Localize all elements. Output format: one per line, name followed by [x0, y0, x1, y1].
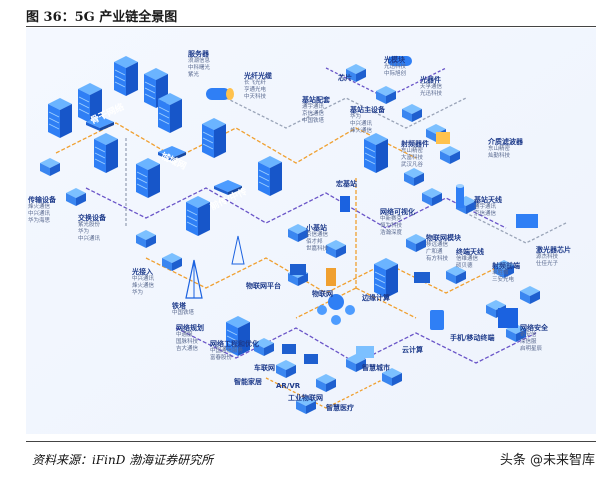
label-fiber-cable: 光纤光缆 长飞光纤 亨通光电 中天科技	[244, 72, 272, 100]
label-optical-module: 光模块 光迅科技 中际旭创	[384, 56, 407, 77]
label-edge-computing: 边缘计算	[362, 294, 390, 302]
figure-source: 资料来源：iFinD 渤海证券研究所	[32, 453, 214, 467]
label-network-planning: 网络规划 中通服 国脉科技 吉大通信	[176, 324, 204, 352]
label-server-equip: 服务器 浪潮信息 中科曙光 紫光	[188, 50, 211, 78]
label-smart-home: 智能家居	[234, 378, 262, 386]
label-network-visual: 网络可视化 中新赛克 恒为科技 浩瀚深度	[380, 208, 415, 236]
label-laser-chip: 激光器芯片 源杰科技 仕佳光子	[536, 246, 571, 267]
label-iot-module: 物联网模块 移远通信 广和通 有方科技	[426, 234, 461, 262]
devices	[282, 264, 430, 364]
label-switch-equip: 交换设备 紫光股份 华为 中兴通讯	[78, 214, 106, 242]
label-industrial-iot: 工业物联网	[288, 394, 323, 402]
diagram-svg: 骨干网络 城域网 前传/中传	[26, 28, 596, 434]
watermark: 头条 @未来智库	[499, 453, 595, 468]
label-macro-station: 宏基站	[336, 180, 357, 188]
bottom-rule	[26, 441, 596, 442]
label-small-cell: 小基站 京信通信 佰才邦 世嘉科技	[306, 224, 329, 252]
label-base-station-main: 基站主设备 华为 中兴通讯 烽火通信	[350, 106, 385, 134]
label-dielectric-filter: 介质滤波器 东山精密 灿勤科技	[488, 138, 523, 159]
label-ar-vr: AR/VR	[276, 382, 301, 390]
label-network-engineering: 网络工程和优化 中国通信服务 富春股份	[210, 340, 259, 361]
label-cloud-computing: 云计算	[402, 346, 423, 354]
top-rule	[26, 26, 596, 27]
label-optical-device: 光器件 天孚通信 光迅科技	[420, 76, 443, 97]
industry-chain-diagram: 骨干网络 城域网 前传/中传	[26, 28, 596, 434]
label-iot: 物联网	[312, 290, 333, 298]
label-network-security: 网络安全 奇安信 深信服 启明星辰	[520, 324, 548, 352]
label-terminal-antenna: 终端天线 信维通信 硕贝德	[456, 248, 484, 269]
label-smart-city: 智慧城市	[362, 364, 390, 372]
label-mobile-terminal: 手机/移动终端	[450, 334, 495, 342]
label-rf-device: 射频器件 东山精密 大富科技 武汉凡谷	[401, 140, 429, 168]
label-chip: 芯片	[338, 74, 352, 82]
label-base-station-antenna: 基站天线 通宇通讯 京信通信	[474, 196, 502, 217]
label-tower: 铁塔 中国铁塔	[172, 302, 195, 316]
figure-title: 图 36：5G 产业链全景图	[26, 10, 178, 25]
label-iot-platform: 物联网平台	[246, 282, 281, 290]
figure-header: 图 36：5G 产业链全景图	[0, 0, 607, 26]
label-rf-frontend: 射频前端 卓胜微 三安光电	[492, 262, 520, 283]
label-access-network: 光接入 中兴通讯 烽火通信 华为	[132, 268, 155, 296]
label-transmission-equip: 传输设备 烽火通信 中兴通讯 华为海思	[28, 196, 56, 224]
label-base-station-equip: 基站配套 通宇通讯 京信通信 中国铁塔	[302, 96, 330, 124]
label-smart-transport: 车联网	[254, 364, 275, 372]
cylinders-antennas	[185, 56, 538, 330]
label-smart-medical: 智慧医疗	[326, 404, 354, 412]
